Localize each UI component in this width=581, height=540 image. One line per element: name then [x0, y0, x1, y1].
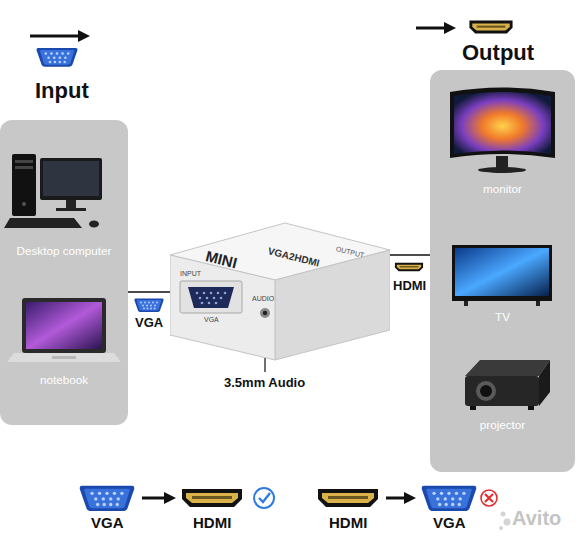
cable-line: [390, 254, 430, 256]
node-text: monitor: [430, 182, 575, 195]
node-text: Input: [35, 78, 89, 103]
node-text: projector: [430, 418, 575, 431]
vga-icon: [134, 299, 163, 313]
cable-line: [128, 291, 170, 293]
caption-label: VGA: [91, 514, 124, 531]
node-text: INPUT: [180, 270, 201, 278]
input-sign: [30, 30, 90, 67]
caption-label: HDMI: [193, 514, 231, 531]
watermark-logo: [499, 512, 511, 531]
node-text: AUDIO: [252, 295, 274, 303]
output-panel: OutputmonitorTVprojector: [430, 70, 575, 472]
output-sign: [416, 21, 513, 34]
hdmi-icon: [395, 263, 423, 271]
output-devices-picture: [430, 70, 575, 472]
node-text: notebook: [0, 373, 128, 386]
node-text: VGA: [204, 316, 219, 324]
caption-label: 3.5mm Audio: [224, 376, 305, 391]
caption-label: HDMI: [329, 514, 367, 531]
converter-picture: [170, 195, 390, 365]
edge-label: VGA: [135, 316, 163, 331]
notebook-picture: [7, 298, 121, 362]
projector-picture: [465, 360, 550, 410]
supported-direction: [80, 486, 274, 511]
node-text: Desktop computer: [0, 244, 128, 257]
unsupported-direction: [318, 486, 497, 511]
converter-box: MINIVGA2HDMIINPUTOUTPUTVGAAUDIO: [170, 195, 390, 365]
edge-label: HDMI: [393, 279, 426, 294]
caption-label: VGA: [433, 514, 466, 531]
node-text: TV: [430, 310, 575, 323]
watermark: Avito: [512, 507, 561, 530]
node-text: Output: [462, 40, 534, 65]
input-panel: InputDesktop computernotebook: [0, 120, 128, 425]
monitor-picture: [450, 88, 555, 174]
desktop-computer-picture: [4, 154, 102, 228]
tv-picture: [452, 245, 552, 306]
